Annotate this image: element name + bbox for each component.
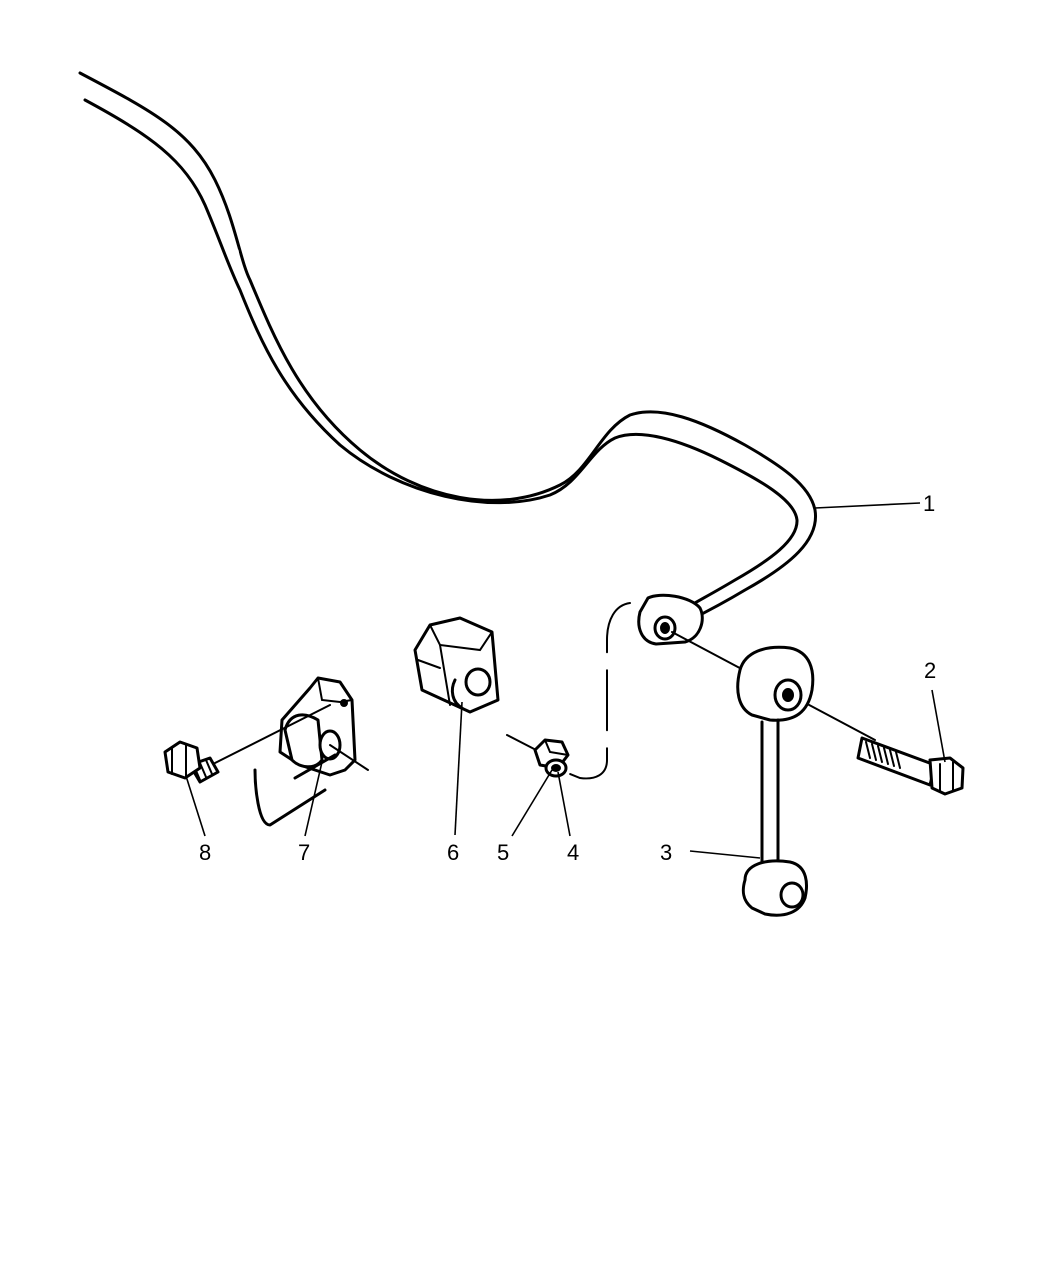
leader-line-1: [814, 502, 921, 509]
callout-6: 6: [447, 840, 459, 865]
bushing-clamp-bracket-icon: [253, 676, 369, 827]
leader-line-4: [557, 771, 571, 837]
callout-1: 1: [923, 491, 935, 516]
leader-line-5: [511, 769, 553, 837]
callout-8: 8: [199, 840, 211, 865]
callout-5: 5: [497, 840, 509, 865]
bar-bushing-icon: [413, 616, 500, 714]
callout-7: 7: [298, 840, 310, 865]
leader-line-2: [931, 689, 946, 763]
stud-axis-line: [559, 602, 631, 780]
leader-line-6: [454, 701, 463, 836]
callout-2: 2: [924, 658, 936, 683]
bar-end-eye-icon: [637, 593, 704, 646]
leader-line-7: [304, 761, 323, 837]
clamp-bolt-icon: [163, 704, 331, 784]
callout-3: 3: [660, 840, 672, 865]
stabilizer-bar-icon: [78, 71, 818, 622]
leader-line-8: [185, 775, 206, 837]
callout-4: 4: [567, 840, 579, 865]
leader-line-3: [689, 850, 761, 859]
link-bolt-icon: [856, 736, 965, 796]
stabilizer-link-icon: [736, 645, 815, 917]
